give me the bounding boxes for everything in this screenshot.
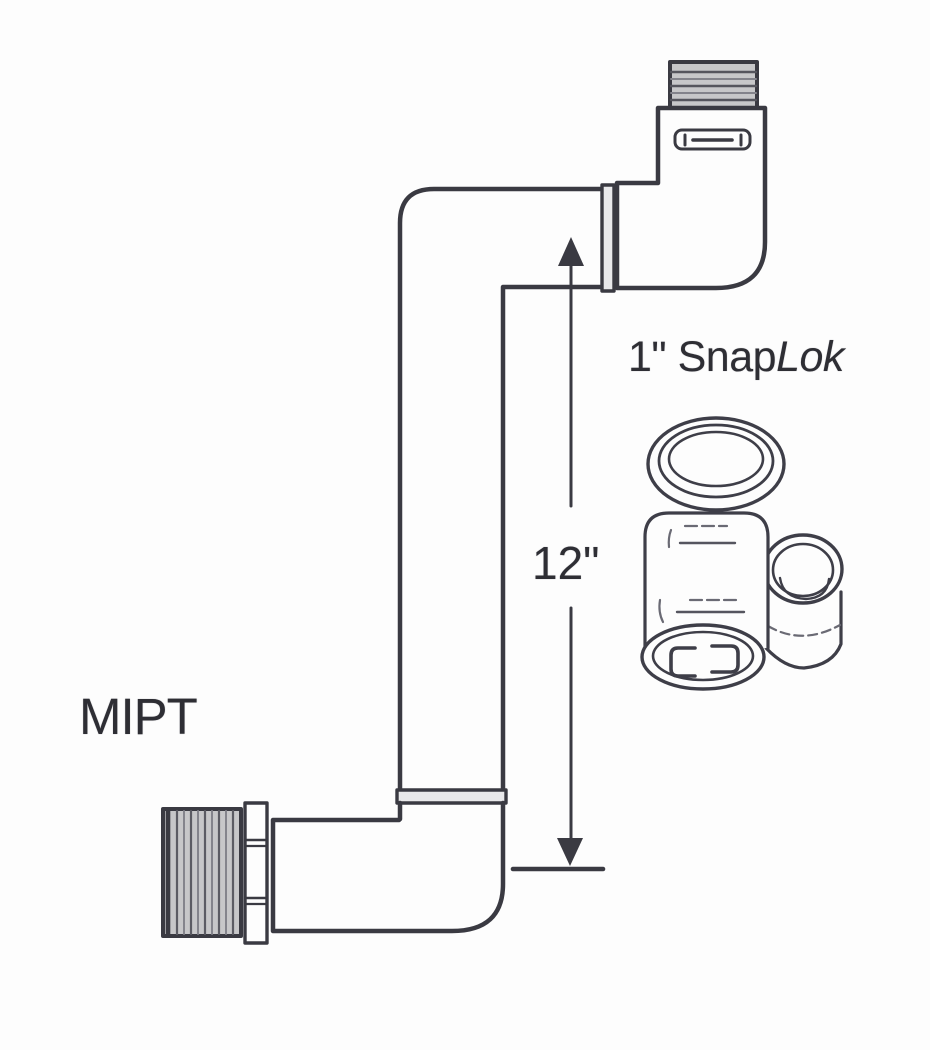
bayonet-slot-right <box>710 644 740 674</box>
top-elbow-body <box>614 105 768 291</box>
snaplok-label-italic: Lok <box>776 333 844 381</box>
bayonet-slot-left <box>669 646 697 678</box>
pipe-outer-edge <box>397 186 604 792</box>
dimension-arrow-12in <box>510 237 606 872</box>
lower-coupling-band <box>395 788 508 805</box>
riser-pipe <box>395 186 604 822</box>
snaplok-fitting <box>640 416 844 691</box>
snap-slot-detail <box>673 128 752 151</box>
arrowhead-down <box>557 838 583 866</box>
snaplok-label-regular: 1" Snap <box>628 333 777 381</box>
side-port <box>762 533 844 670</box>
bottom-opening <box>640 623 766 691</box>
mipt-threads <box>161 807 243 938</box>
bottom-elbow <box>161 800 506 945</box>
pipe-inner-edge <box>500 284 604 792</box>
mipt-label: MIPT <box>79 688 198 745</box>
flip-lid <box>646 416 786 512</box>
snaplok-label: 1" SnapLok <box>628 336 844 379</box>
snaplok-body <box>643 511 770 654</box>
top-elbow-fitting <box>600 60 768 293</box>
top-coupling-ring <box>600 183 616 293</box>
arrowhead-up <box>558 237 584 266</box>
bottom-elbow-body <box>270 800 506 934</box>
dimension-label: 12" <box>532 537 600 589</box>
collar-flange <box>243 801 269 945</box>
top-male-threads <box>668 60 759 110</box>
